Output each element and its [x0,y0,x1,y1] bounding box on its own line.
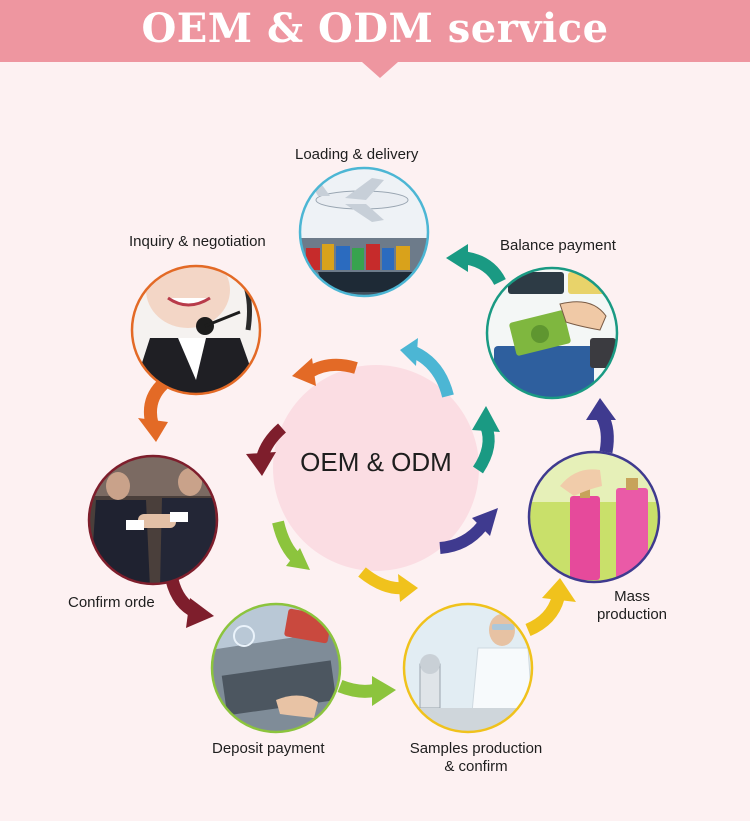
arrow-balance-to-loading [446,244,506,286]
arrow-deposit-to-samples [337,676,396,706]
inner-arrow-orange [292,358,358,386]
label-samples-line2: & confirm [444,758,508,775]
label-balance-payment: Balance payment [500,237,616,254]
inner-arrow-green [272,520,310,570]
inner-arrow-teal [472,406,500,474]
label-mass-line2: production [596,606,668,623]
loading-delivery-photo [298,166,430,298]
header-banner [0,0,750,62]
samples-production-photo [402,602,534,734]
inner-arrow-yellow [358,567,418,602]
arrow-confirm-to-deposit [165,578,214,628]
center-label: OEM & ODM [300,447,452,477]
balance-payment-photo [485,266,619,400]
center-circle [273,365,479,571]
page-title: OEM & ODM service [141,5,609,52]
label-deposit-payment: Deposit payment [212,740,325,757]
arrow-inquiry-to-confirm [138,379,168,442]
arrow-mass-to-balance [586,398,616,454]
inquiry-negotiation-photo [130,264,262,396]
label-inquiry-negotiation: Inquiry & negotiation [129,233,266,250]
inner-arrow-cyan [400,338,454,398]
label-mass-line1: Mass [614,588,650,605]
label-loading-delivery: Loading & delivery [295,146,419,163]
label-confirm-order: Confirm orde [68,594,155,611]
deposit-payment-photo [210,602,342,734]
label-samples-line1: Samples production [409,740,543,757]
arrow-samples-to-mass [525,578,576,636]
mass-production-photo [527,450,661,584]
inner-arrow-navy [439,508,498,554]
confirm-order-photo [87,454,219,586]
header-notch [362,62,398,78]
inner-arrow-maroon [246,423,287,476]
